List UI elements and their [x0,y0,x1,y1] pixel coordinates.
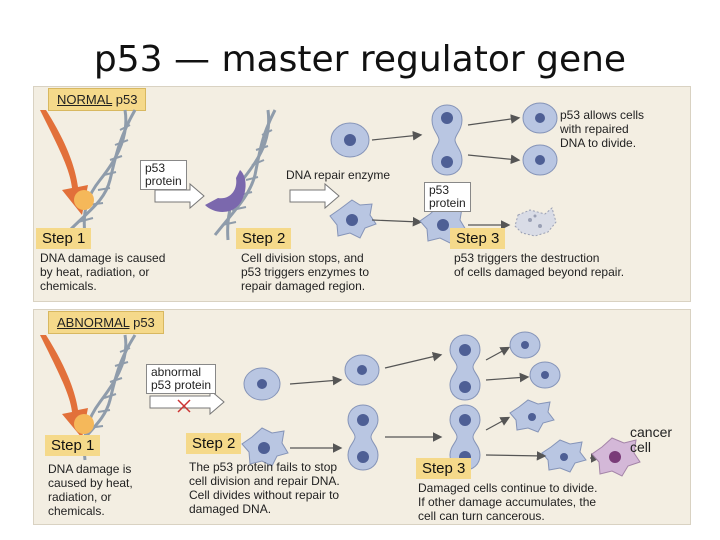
block-arrow-2-icon [289,182,340,210]
normal-step-1-label: Step 1 [36,228,92,249]
abnormal-step-3-label: Step 3 [416,458,472,479]
abnormal-cell-icon [243,367,281,401]
abnormal-dividing-cell-icon [347,404,379,471]
normal-tag: NORMAL p53 [48,88,147,111]
damaged-cell-icon [329,199,377,239]
repair-enzyme-icon [205,170,246,212]
abnormal-tag-word: ABNORMAL [57,315,130,330]
dividing-cell-icon [431,104,463,176]
normal-p53-protein-label: p53 protein [140,160,187,190]
dna-helix-repair-icon [213,109,277,241]
damage-burst-icon [74,190,94,210]
damage-arrow-icon [40,110,88,215]
abnormal-p53-protein-label: abnormal p53 protein [146,364,217,394]
damage-arrow-abnormal-icon [40,335,88,438]
repaired-cell-top-icon [522,102,558,134]
page-title: p53 — master regulator gene [93,39,627,80]
normal-enzyme-label: DNA repair enzyme [286,168,391,182]
normal-step-2-text: Cell division stops, and p53 triggers en… [241,251,370,293]
abnormal-tag: ABNORMAL p53 [48,311,164,334]
normal-cell-icon [330,122,370,158]
normal-p53-protein-label-2: p53 protein [424,182,471,212]
normal-outcome-text: p53 allows cells with repaired DNA to di… [560,108,645,150]
abnormal-step-2-label: Step 2 [186,433,242,454]
fail-x-icon [177,399,191,413]
abnormal-stack-1-icon [449,334,481,401]
normal-step-2-label: Step 2 [236,228,292,249]
repaired-cell-bottom-icon [522,144,558,176]
damage-burst-abnormal-icon [74,414,94,434]
normal-tag-word: NORMAL [57,92,113,107]
normal-panel [33,86,691,302]
normal-tag-rest: p53 [112,92,138,107]
normal-step-3-text: p53 triggers the destruction of cells da… [454,251,625,279]
dna-helix-icon [68,109,137,236]
normal-step-1-text: DNA damage is caused by heat, radiation,… [40,251,166,293]
abnormal-step-3-text: Damaged cells continue to divide. If oth… [418,481,598,523]
destroyed-cell-icon [514,207,557,237]
abnormal-step-1-text: DNA damage is caused by heat, radiation,… [48,462,133,518]
normal-step-3-label: Step 3 [450,228,506,249]
cancer-cell-icon [591,437,641,477]
block-arrow-1-icon [154,182,205,210]
abnormal-cell-2-icon [344,354,380,386]
abnormal-right-cells-icon [509,331,587,473]
abnormal-step-2-text: The p53 protein fails to stop cell divis… [189,460,340,516]
abnormal-tag-rest: p53 [129,315,155,330]
cancer-cell-label: cancer cell [630,424,673,455]
abnormal-damaged-cell-icon [241,427,289,467]
abnormal-step-1-label: Step 1 [45,435,101,456]
